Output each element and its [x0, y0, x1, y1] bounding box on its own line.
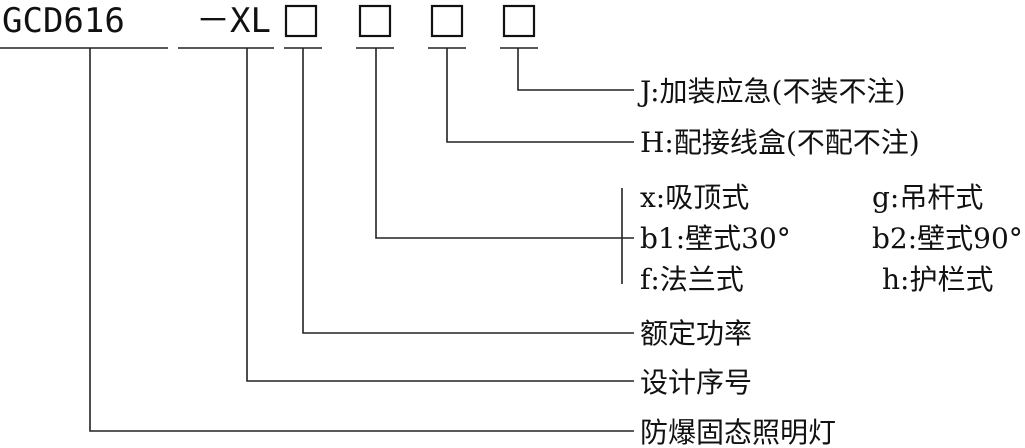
label-flange: f:法兰式 — [640, 263, 744, 296]
code-box-junction — [430, 4, 464, 38]
label-junction: H:配接线盒(不配不注) — [640, 126, 920, 159]
code-box-power — [284, 4, 318, 38]
label-ceiling: x:吸顶式 — [640, 181, 749, 214]
label-wall-90: b2:壁式90° — [872, 222, 1023, 255]
label-wall-30: b1:壁式30° — [640, 222, 791, 255]
code-box-emergency — [502, 4, 536, 38]
leader-power — [302, 48, 634, 334]
label-design: 设计序号 — [640, 366, 752, 399]
leader-junction — [446, 48, 634, 143]
label-emergency: J:加装应急(不装不注) — [637, 75, 905, 108]
label-power: 额定功率 — [640, 317, 752, 350]
code-box-mount — [358, 4, 392, 38]
label-guardrail: h:护栏式 — [882, 263, 993, 296]
leader-design — [246, 48, 634, 382]
leader-mount — [375, 48, 634, 239]
label-product: 防爆固态照明灯 — [640, 416, 836, 448]
model-prefix: GCD616 — [2, 1, 125, 41]
leader-emergency — [517, 48, 634, 91]
label-pendant: g:吊杆式 — [872, 181, 983, 214]
model-suffix: －XL — [196, 1, 271, 41]
leader-product — [89, 48, 634, 432]
